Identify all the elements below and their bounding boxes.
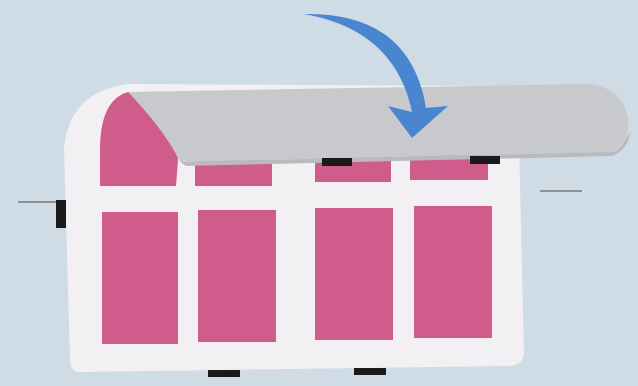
clip-top-1 xyxy=(322,158,352,166)
clip-bottom-2 xyxy=(354,368,386,375)
lower-pane-4 xyxy=(414,206,492,338)
lower-pane-2 xyxy=(198,210,276,342)
lower-pane-1 xyxy=(102,212,178,344)
clip-bottom-1 xyxy=(208,370,240,377)
grey-cover xyxy=(128,84,628,162)
lower-pane-3 xyxy=(315,208,393,340)
clip-left xyxy=(56,200,66,228)
clip-top-2 xyxy=(470,156,500,164)
